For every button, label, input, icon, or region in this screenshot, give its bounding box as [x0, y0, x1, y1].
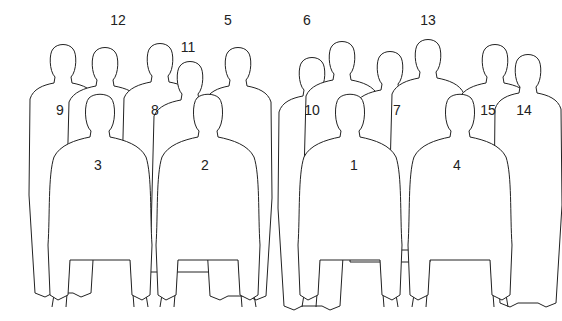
callout-number: 6: [303, 13, 311, 27]
callout-number: 9: [56, 103, 64, 117]
callout-number: 8: [151, 103, 159, 117]
callout-number: 3: [94, 158, 102, 172]
seated-person: [408, 94, 512, 307]
seated-person: [156, 94, 260, 307]
callout-number: 12: [110, 13, 126, 27]
callout-number: 4: [453, 158, 461, 172]
callout-number: 13: [420, 13, 436, 27]
callout-number: 2: [201, 158, 209, 172]
callout-number: 14: [516, 103, 532, 117]
callout-number: 1: [350, 158, 358, 172]
callout-number: 7: [393, 103, 401, 117]
callout-number: 5: [224, 13, 232, 27]
seated-person: [48, 94, 152, 307]
seated-person: [298, 94, 402, 307]
callout-number: 15: [480, 103, 496, 117]
callout-number: 10: [304, 103, 320, 117]
callout-number: 11: [181, 40, 196, 54]
